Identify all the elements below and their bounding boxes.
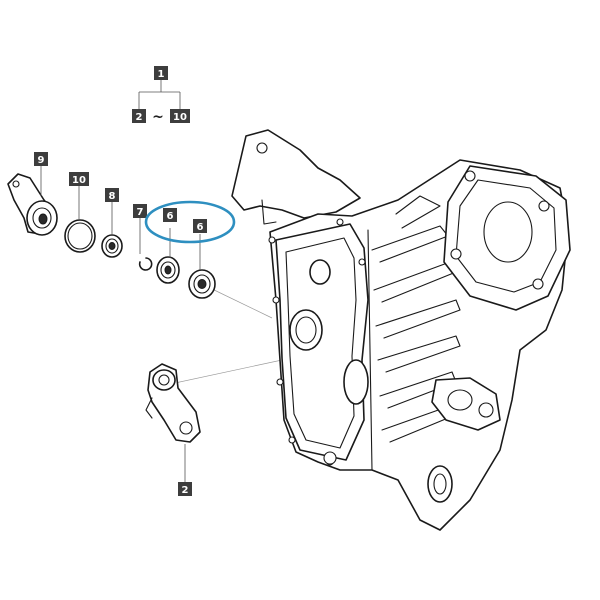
lower-bore [343, 359, 369, 405]
flange-bolt-hole [288, 436, 296, 444]
lever-end-hole [179, 421, 193, 435]
snap-ring [138, 257, 153, 271]
part-6-bearing-second [188, 269, 216, 299]
callout-part-7-label: 7 [137, 207, 144, 218]
lug-bolt-hole [478, 402, 494, 418]
cover-bolt-hole [450, 248, 462, 260]
transmission-housing [231, 129, 571, 531]
callout-part-10: 10 [69, 172, 89, 186]
housing-ribs [367, 195, 461, 471]
main-shaft-bore [289, 309, 323, 351]
bracket-web [261, 199, 277, 225]
seal-inner [105, 238, 119, 254]
part-6-highlight-ring [144, 200, 236, 244]
holder-ring-inner [32, 207, 52, 229]
holder-bore [38, 213, 48, 225]
bracket-bolt-hole [256, 142, 268, 154]
lever-hub-bore [158, 374, 170, 386]
callout-range-from-label: 2 [136, 112, 143, 123]
lever-hub [152, 369, 176, 391]
flange-inner-edge [285, 237, 357, 449]
bearing-inner-race [193, 274, 211, 294]
callout-part-9-label: 9 [38, 155, 45, 166]
part-9-bearing-holder [7, 173, 58, 236]
callout-range-from: 2 [132, 109, 146, 123]
callout-part-2: 2 [178, 482, 192, 496]
side-cover-plate [443, 165, 571, 311]
callout-assembly: 1 [154, 66, 168, 80]
o-ring-inner [67, 222, 93, 250]
bearing-bore [164, 265, 172, 275]
cover-plate-inner [455, 179, 557, 293]
o-ring-outer [64, 219, 96, 253]
flange-bolt-hole [276, 378, 284, 386]
bottom-drain-hole [433, 473, 447, 495]
upper-shaft-bore [309, 259, 331, 285]
housing-left-flange [275, 223, 369, 461]
callout-part-8: 8 [105, 188, 119, 202]
callout-part-6a-label: 6 [167, 211, 174, 222]
range-separator: ~ [152, 109, 164, 125]
bottom-bolt-hole [323, 451, 337, 465]
callout-assembly-label: 1 [158, 69, 165, 80]
cover-bolt-hole [532, 278, 544, 290]
lug-hole [447, 389, 473, 411]
callout-part-6a: 6 [163, 208, 177, 222]
main-shaft-bore-inner [295, 316, 317, 344]
part-6-bearing-first [156, 256, 180, 284]
holder-arm-hole [12, 180, 20, 188]
flange-bolt-hole [358, 258, 366, 266]
callout-part-8-label: 8 [109, 191, 116, 202]
part-8-seal [101, 234, 123, 258]
housing-top-bracket [231, 129, 361, 219]
bottom-drain-boss [427, 465, 453, 503]
callout-range-to-label: 10 [173, 112, 187, 123]
callout-range-to: 10 [170, 109, 190, 123]
part-2-shift-lever [145, 363, 201, 443]
callout-part-6b: 6 [193, 219, 207, 233]
seal-bore [108, 242, 116, 250]
guide-line-seal [209, 287, 273, 319]
cover-center-boss [483, 201, 533, 263]
bearing-inner-race [160, 261, 176, 279]
callout-part-7: 7 [133, 204, 147, 218]
assembly-range-bracket [138, 80, 181, 110]
bearing-bore [197, 279, 207, 289]
part-7-snap-ring [138, 257, 153, 271]
lever-tab [145, 397, 153, 419]
callout-part-10-label: 10 [72, 175, 86, 186]
part-10-o-ring [64, 219, 96, 253]
callout-part-2-label: 2 [182, 485, 189, 496]
callout-part-6b-label: 6 [197, 222, 204, 233]
lower-mounting-lug [431, 377, 501, 431]
cover-bolt-hole [464, 170, 476, 182]
cover-bolt-hole [538, 200, 550, 212]
flange-bolt-hole [268, 236, 276, 244]
flange-bolt-hole [336, 218, 344, 226]
flange-bolt-hole [272, 296, 280, 304]
callout-part-9: 9 [34, 152, 48, 166]
